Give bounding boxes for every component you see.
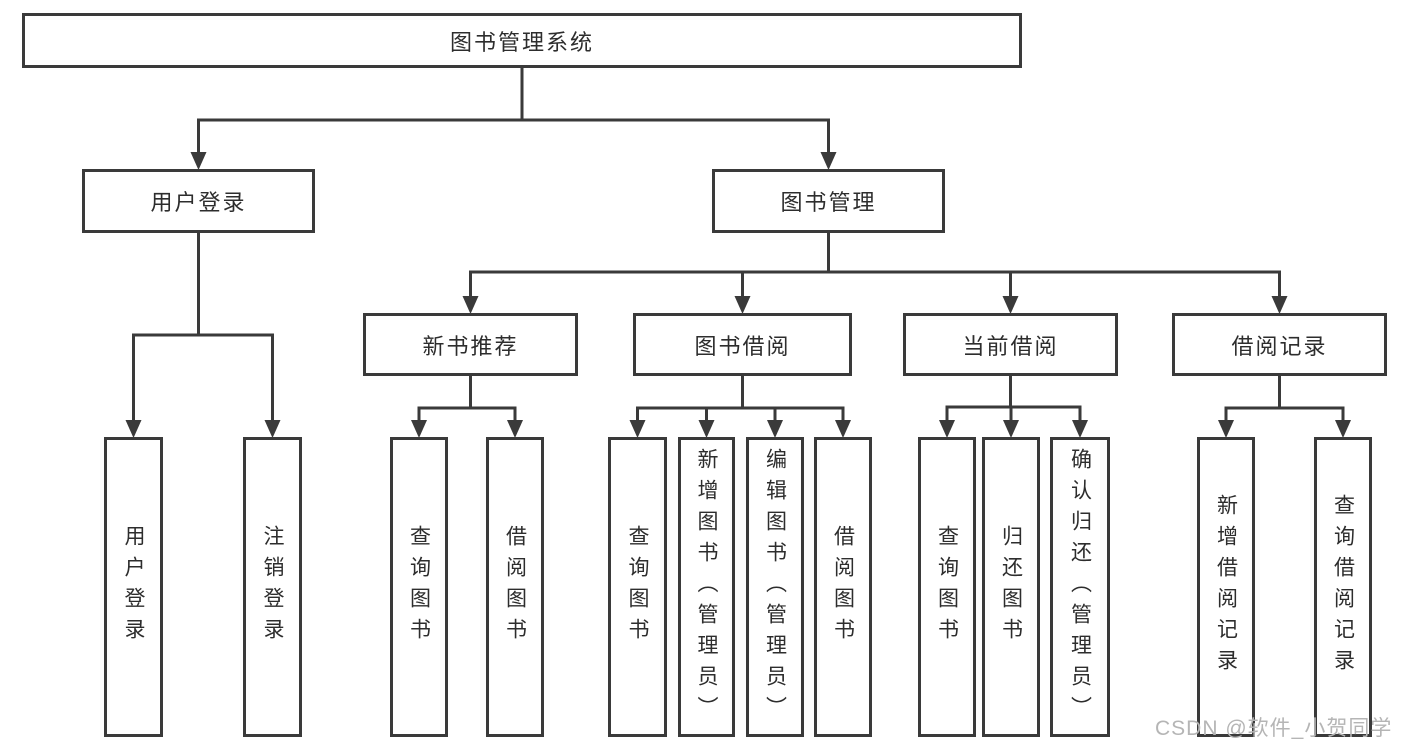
node-new-book-recommend: 新书推荐 — [363, 313, 578, 376]
node-label: 借阅记录 — [1231, 333, 1328, 359]
leaf-query-books-1: 查询图书 — [390, 437, 448, 737]
leaf-borrow-books-1: 借阅图书 — [486, 437, 544, 737]
node-label: 查询借阅记录 — [1331, 494, 1355, 680]
node-book-management: 图书管理 — [712, 169, 945, 233]
node-book-borrowing: 图书借阅 — [633, 313, 852, 376]
node-user-login: 用户登录 — [82, 169, 315, 233]
node-label: 借阅图书 — [831, 525, 855, 649]
node-label: 用户登录 — [122, 525, 145, 649]
leaf-return-books: 归还图书 — [982, 437, 1040, 737]
csdn-watermark: CSDN @软件_小贺同学 — [1155, 717, 1393, 740]
leaf-query-borrow-record: 查询借阅记录 — [1314, 437, 1372, 737]
leaf-borrow-books-2: 借阅图书 — [814, 437, 872, 737]
node-label: 查询图书 — [407, 525, 431, 649]
node-root-library-management-system: 图书管理系统 — [22, 13, 1022, 68]
node-label: 新书推荐 — [422, 333, 519, 359]
leaf-query-books-3: 查询图书 — [918, 437, 976, 737]
node-label: 图书管理 — [780, 190, 877, 215]
node-label: 查询图书 — [626, 525, 649, 649]
leaf-edit-books-admin: 编辑图书（管理员） — [746, 437, 804, 737]
node-label: 图书管理系统 — [449, 29, 594, 55]
node-label: 当前借阅 — [962, 333, 1059, 359]
node-label: 确认归还（管理员） — [1068, 447, 1092, 727]
leaf-add-books-admin: 新增图书（管理员） — [678, 437, 735, 737]
leaf-confirm-return-admin: 确认归还（管理员） — [1050, 437, 1110, 737]
leaf-query-books-2: 查询图书 — [608, 437, 667, 737]
leaf-logout: 注销登录 — [243, 437, 302, 737]
node-label: 用户登录 — [150, 190, 247, 215]
node-label: 新增借阅记录 — [1214, 494, 1238, 680]
node-label: 编辑图书（管理员） — [763, 447, 787, 727]
node-label: 注销登录 — [261, 525, 284, 649]
node-label: 新增图书（管理员） — [695, 447, 718, 727]
node-label: 图书借阅 — [694, 333, 791, 359]
node-label: 归还图书 — [999, 525, 1023, 649]
node-borrowing-records: 借阅记录 — [1172, 313, 1387, 376]
leaf-add-borrow-record: 新增借阅记录 — [1197, 437, 1255, 737]
node-current-borrowing: 当前借阅 — [903, 313, 1118, 376]
node-label: 查询图书 — [935, 525, 959, 649]
leaf-user-login: 用户登录 — [104, 437, 163, 737]
node-label: 借阅图书 — [503, 525, 527, 649]
